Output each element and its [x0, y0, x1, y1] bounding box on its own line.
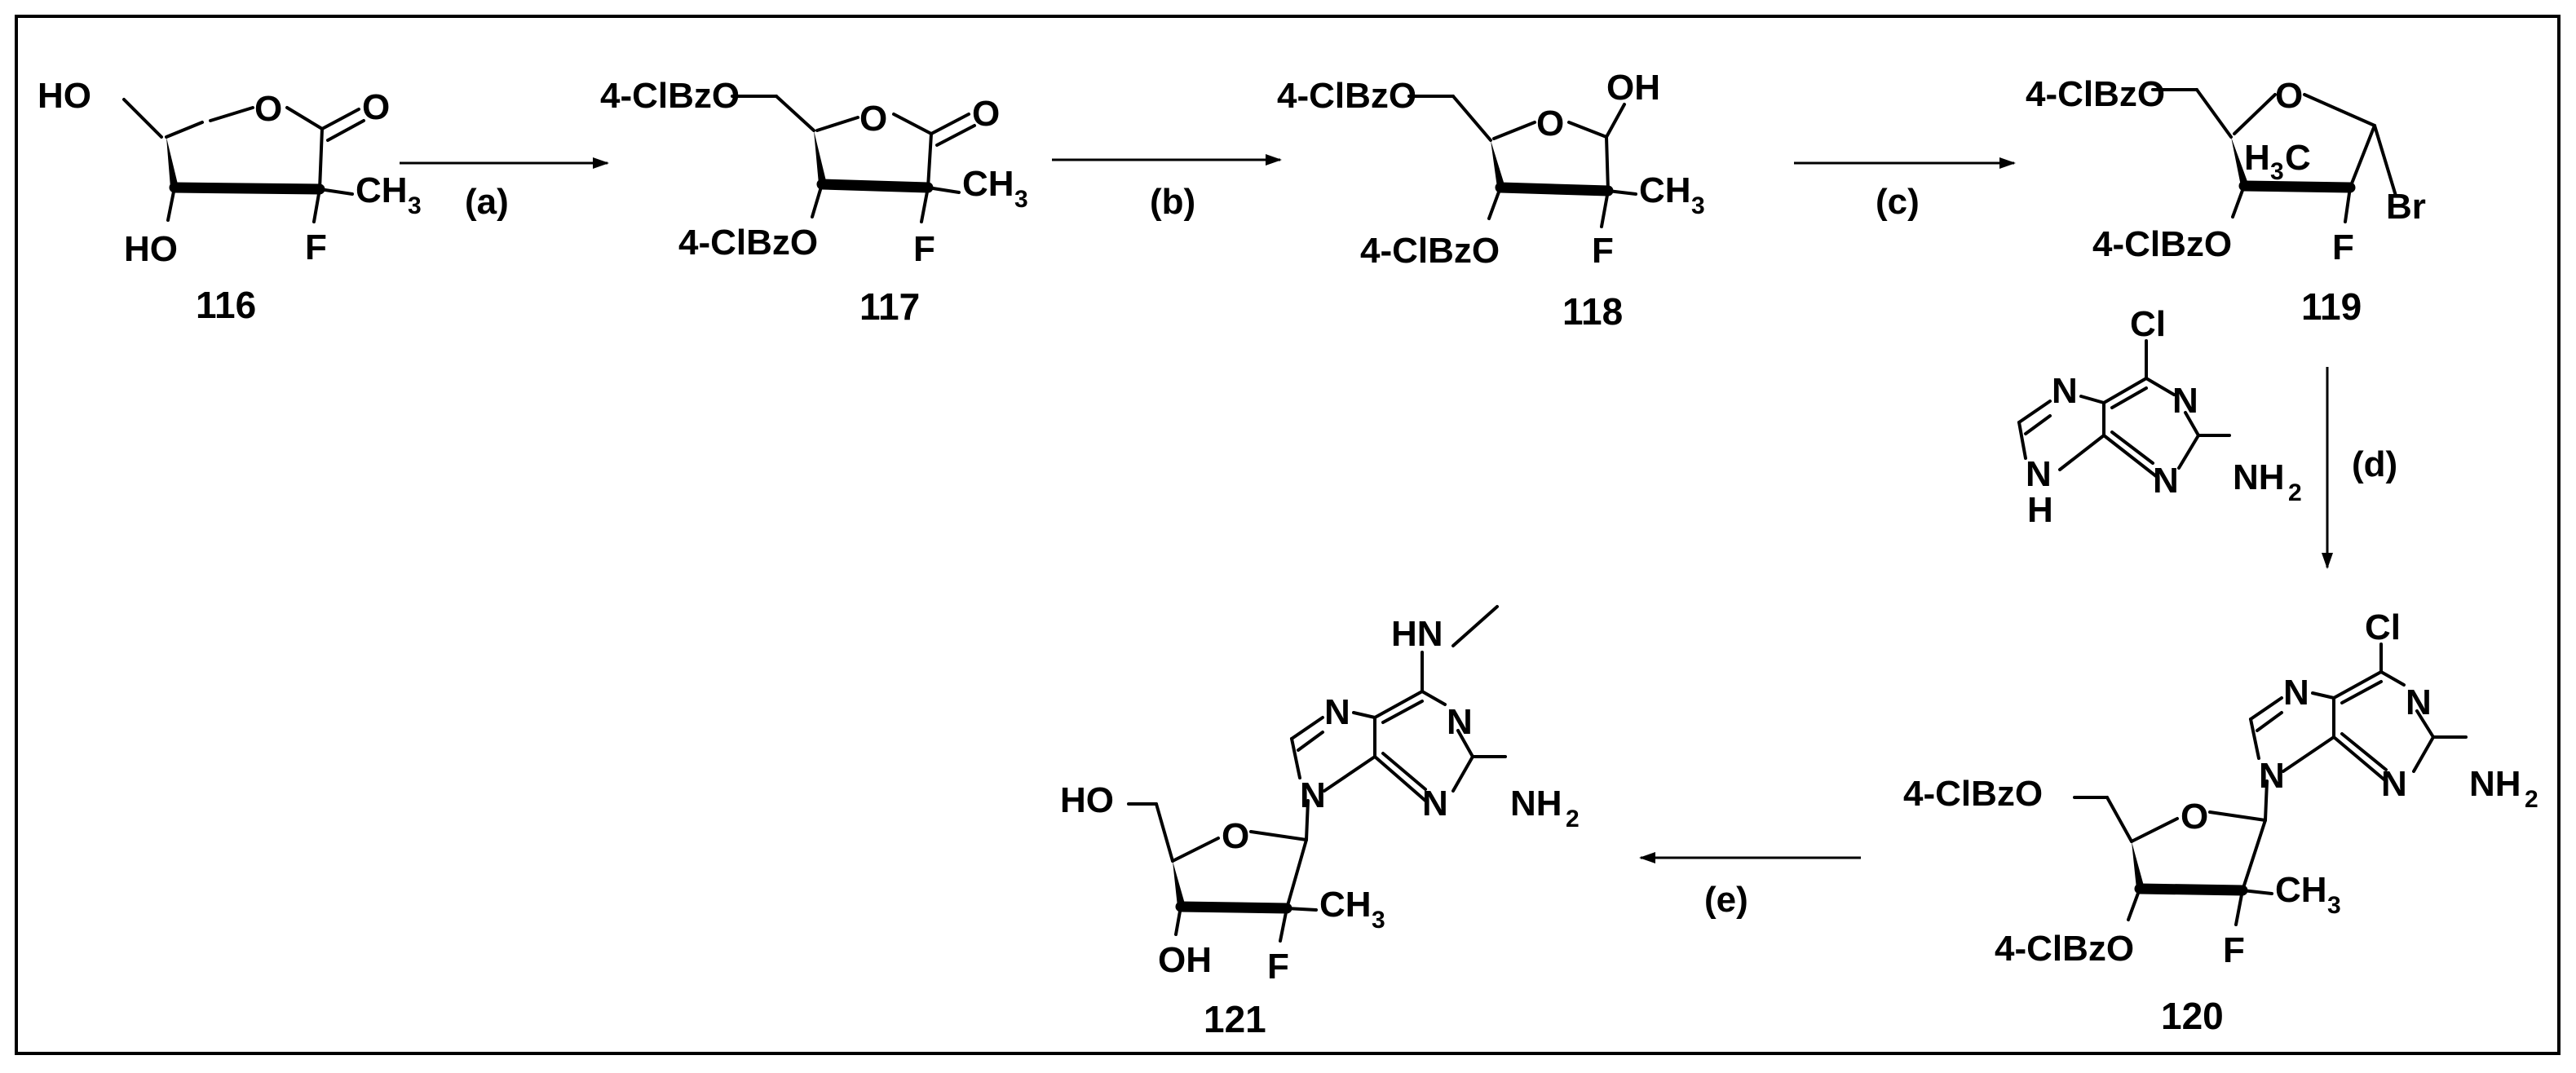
ester-3-label: 4-ClBzO — [1360, 231, 1500, 271]
ho-5-label: HO — [38, 76, 91, 116]
n7-label: N — [2052, 371, 2078, 411]
compound-number-116: 116 — [196, 284, 256, 326]
amino-subscript: 2 — [1566, 806, 1580, 832]
ester-5-label: 4-ClBzO — [600, 76, 740, 116]
ring-oxygen-label: O — [2181, 797, 2208, 837]
scheme-frame — [15, 15, 2561, 1055]
condition-d-label: (d) — [2352, 444, 2397, 484]
n3-label: N — [2153, 461, 2179, 501]
methyl-label: CH — [2275, 870, 2327, 910]
compound-120: Cl N N N N NH 2 O 4-ClBzO CH 3 4-ClBzO F… — [1903, 607, 2538, 1037]
ester-3-label: 4-ClBzO — [1995, 929, 2134, 969]
condition-e-label: (e) — [1704, 880, 1748, 920]
n9-label: N — [2026, 454, 2052, 494]
amino-label: NH — [2469, 764, 2521, 804]
condition-a-label: (a) — [465, 182, 509, 222]
fluoro-label: F — [2223, 930, 2245, 970]
n1-label: N — [1447, 702, 1473, 742]
n9-label: N — [2259, 756, 2285, 796]
compound-number-117: 117 — [859, 285, 920, 328]
amino-label: NH — [1510, 784, 1562, 824]
compound-number-119: 119 — [2301, 285, 2362, 328]
methyl-c-label: C — [2285, 138, 2311, 178]
ring-oxygen-label: O — [859, 99, 887, 139]
n3-label: N — [2381, 764, 2407, 804]
fluoro-label: F — [2332, 227, 2354, 267]
methylamino-label: HN — [1391, 614, 1443, 654]
ring-oxygen-label: O — [2275, 76, 2303, 116]
chloro-label: Cl — [2130, 304, 2166, 344]
ester-5-label: 4-ClBzO — [2026, 74, 2165, 114]
fluoro-label: F — [1267, 947, 1289, 987]
n9-h-label: H — [2027, 490, 2053, 530]
methyl-subscript: 3 — [2327, 892, 2341, 919]
ester-3-label: 4-ClBzO — [2092, 224, 2232, 264]
fluoro-label: F — [1592, 231, 1614, 271]
ester-5-label: 4-ClBzO — [1277, 76, 1416, 116]
compound-116: HO O O CH 3 HO F 116 — [38, 76, 422, 326]
amino-subscript: 2 — [2525, 786, 2538, 813]
amino-subscript: 2 — [2288, 479, 2302, 506]
carbonyl-oxygen-label: O — [972, 94, 1000, 134]
methyl-label: CH — [962, 164, 1014, 204]
methyl-label: CH — [356, 170, 408, 210]
methyl-subscript: 3 — [408, 192, 422, 219]
methyl-h-label: H — [2244, 138, 2270, 178]
hydroxyl-label: OH — [1606, 68, 1660, 108]
n1-label: N — [2406, 682, 2432, 722]
ester-5-label: 4-ClBzO — [1903, 774, 2043, 814]
n7-label: N — [2283, 673, 2309, 713]
amino-label: NH — [2233, 457, 2285, 497]
ring-oxygen-label: O — [1222, 816, 1249, 856]
compound-number-118: 118 — [1562, 290, 1623, 333]
carbonyl-oxygen-label: O — [362, 87, 390, 127]
n3-label: N — [1422, 784, 1448, 824]
hydroxyl-label: OH — [1158, 940, 1212, 980]
ho-5-label: HO — [1060, 780, 1114, 820]
compound-117: 4-ClBzO O O CH 3 4-ClBzO F 117 — [600, 76, 1028, 328]
ring-oxygen-label: O — [1536, 104, 1564, 144]
compound-121: HN N N N N NH 2 O HO CH 3 OH F 121 — [1060, 605, 1580, 1040]
methyl-label: CH — [1319, 885, 1372, 925]
compound-number-120: 120 — [2161, 995, 2224, 1037]
condition-b-label: (b) — [1150, 182, 1195, 222]
ring-oxygen-label: O — [254, 89, 282, 129]
compound-119: 4-ClBzO O H 3 C Br 4-ClBzO F 119 — [2026, 74, 2426, 328]
n7-label: N — [1324, 692, 1350, 732]
methyl-subscript: 3 — [1372, 907, 1385, 934]
compound-number-121: 121 — [1204, 998, 1266, 1040]
methyl-label: CH — [1639, 170, 1691, 210]
methyl-subscript: 3 — [2270, 158, 2284, 185]
ho-3-label: HO — [124, 229, 178, 269]
n9-label: N — [1300, 775, 1326, 815]
reagent-2-amino-6-chloropurine: Cl N N N H N NH 2 — [2017, 304, 2302, 530]
methyl-subscript: 3 — [1014, 186, 1028, 213]
compound-118: 4-ClBzO O OH CH 3 4-ClBzO F 118 — [1277, 68, 1705, 333]
methyl-subscript: 3 — [1691, 192, 1705, 219]
condition-c-label: (c) — [1876, 182, 1920, 222]
ester-3-label: 4-ClBzO — [678, 223, 818, 263]
fluoro-label: F — [305, 227, 327, 267]
n1-label: N — [2172, 381, 2198, 421]
fluoro-label: F — [913, 229, 935, 269]
chloro-label: Cl — [2365, 607, 2401, 647]
bromo-label: Br — [2386, 187, 2426, 227]
